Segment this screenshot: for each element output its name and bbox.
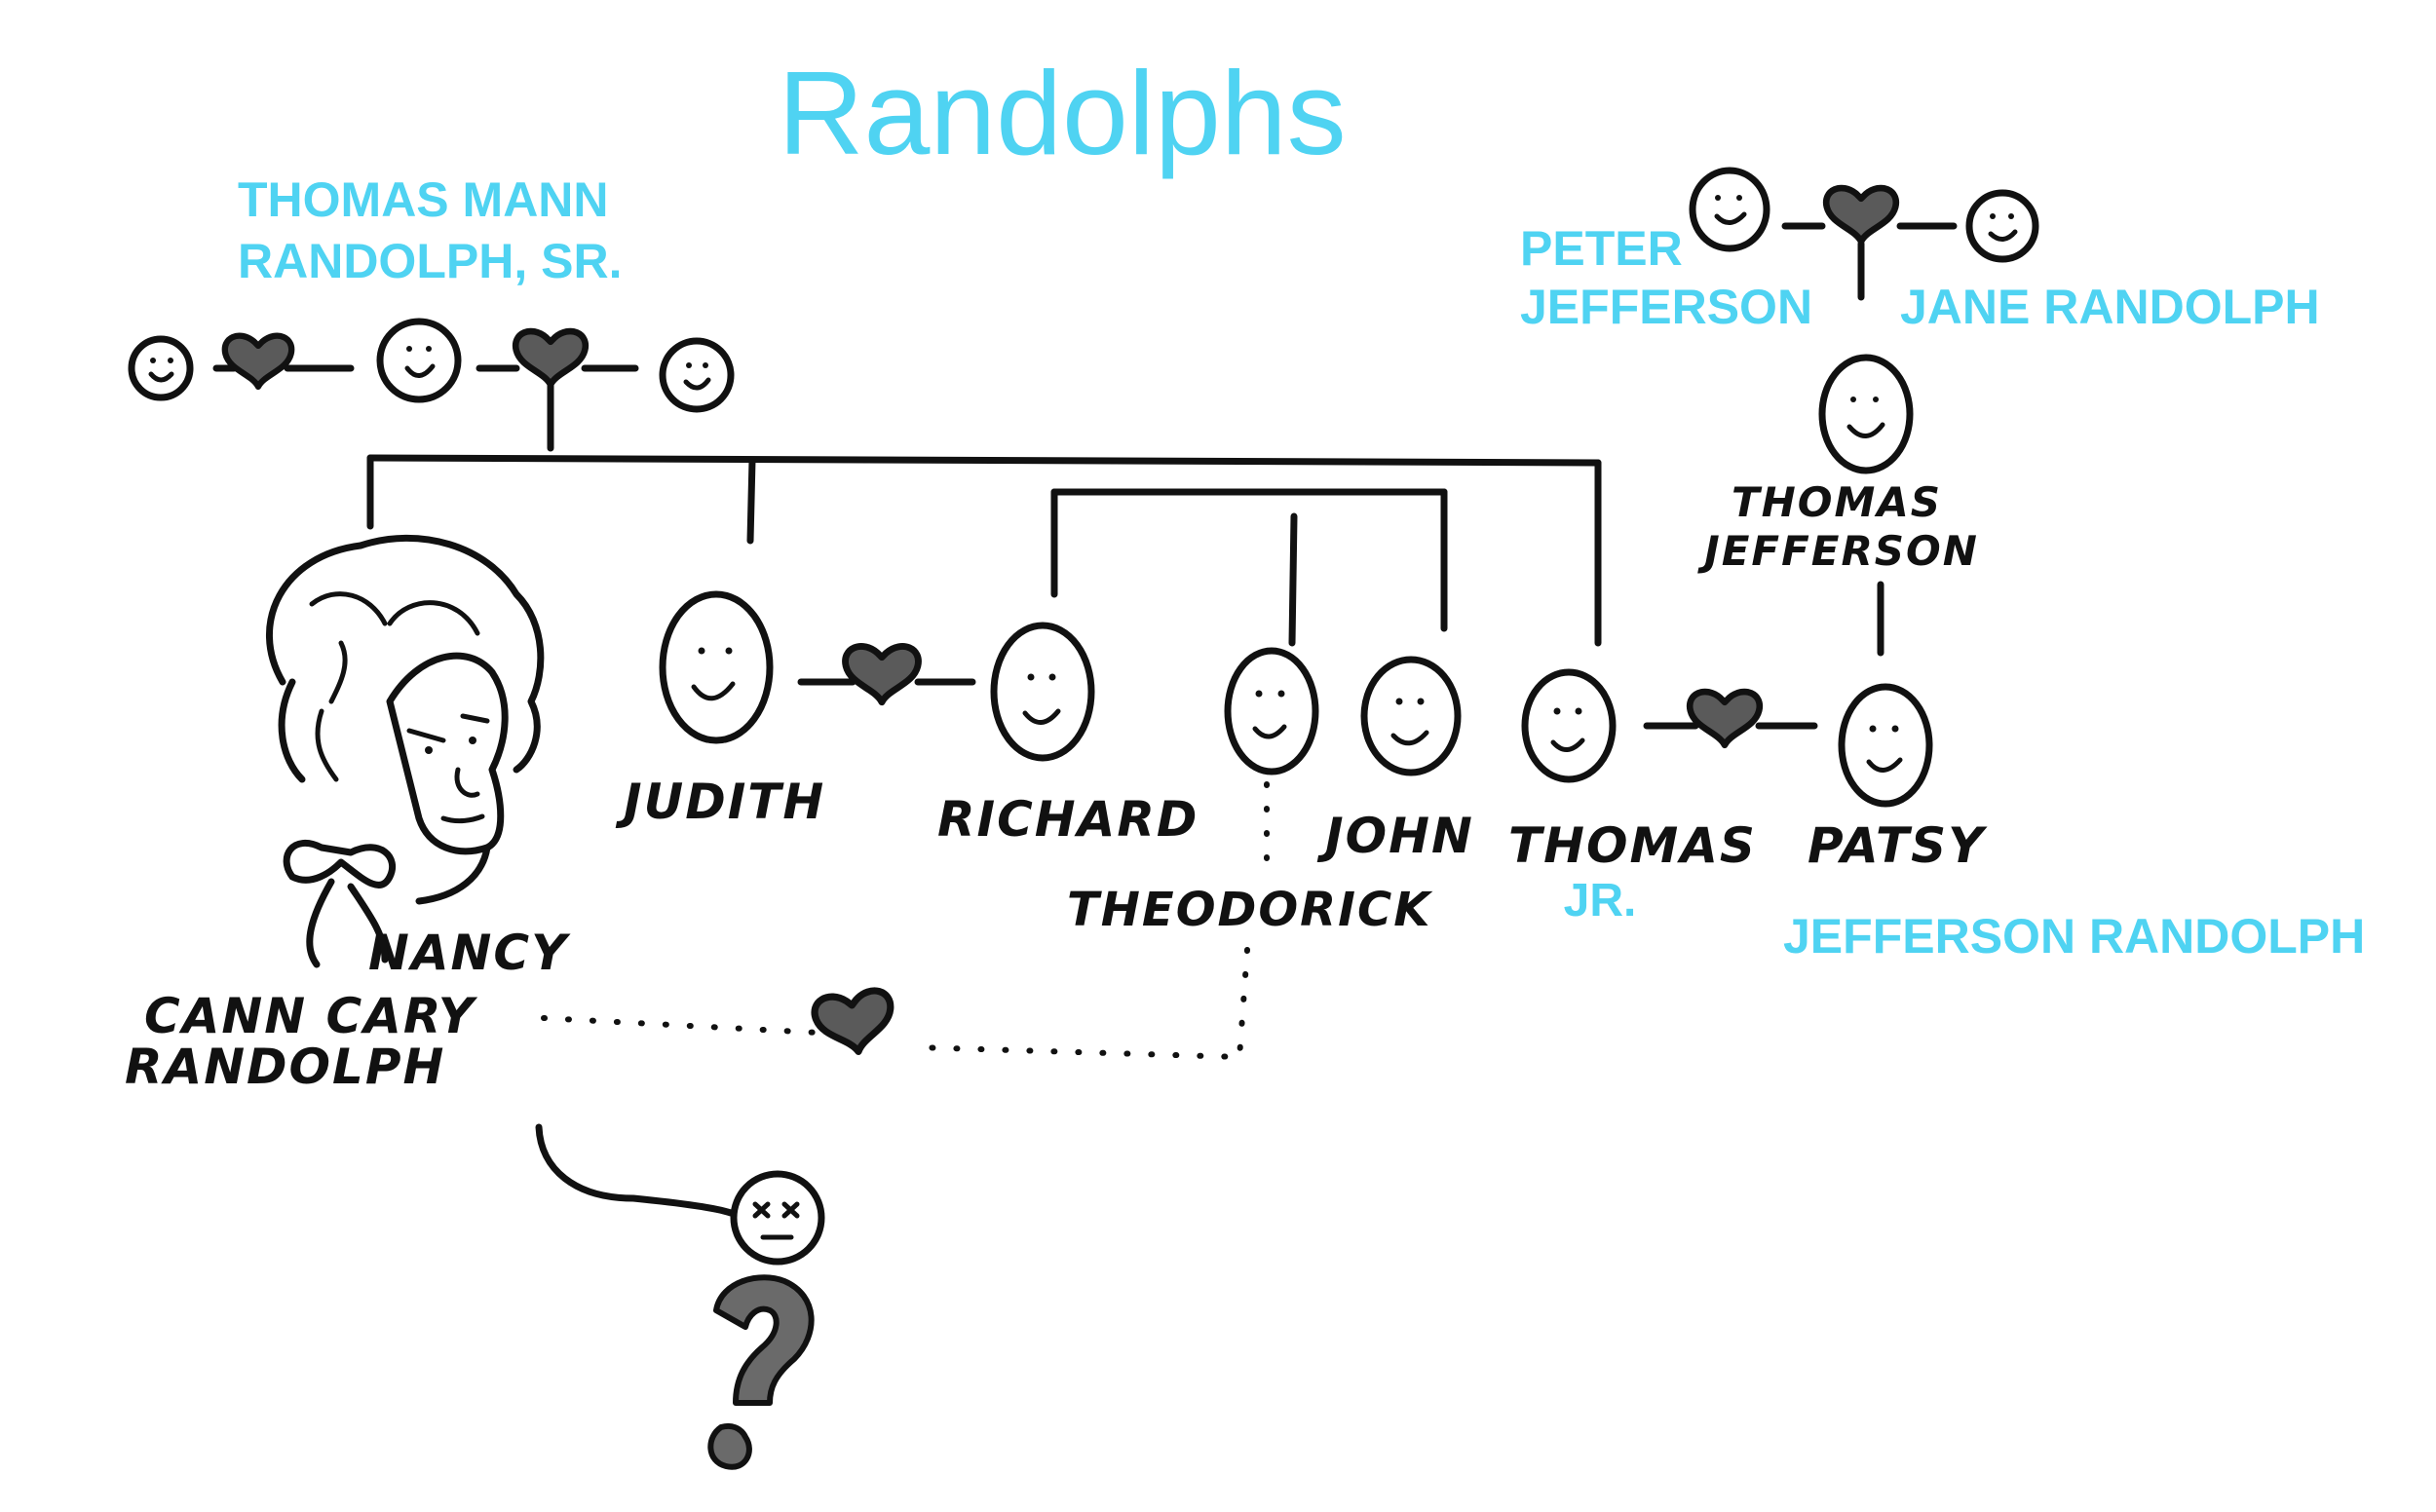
nancy-portrait-icon <box>265 534 545 968</box>
john-face-icon <box>1360 656 1462 776</box>
label-peter-jefferson-line1: PETER <box>1520 221 1683 276</box>
dead-baby-face-icon <box>730 1170 825 1266</box>
theodorick-face-icon <box>1224 647 1319 775</box>
jefferson-parents <box>1689 167 2039 657</box>
label-judith: JUDITH <box>615 774 825 830</box>
label-thomas-jefferson-line2: JEFFERSON <box>1697 527 1979 575</box>
label-jefferson-randolph: JEFFERSON RANDOLPH <box>1783 909 2365 964</box>
label-thomas-jr-line2: JR. <box>1564 875 1637 926</box>
label-thomas-mann-sr-line2: RANDOLPH, SR. <box>238 234 622 288</box>
label-jane-randolph: JANE RANDOLPH <box>1900 280 2320 334</box>
thomas-jefferson-face-icon <box>1818 354 1914 474</box>
first-wife-face-icon <box>128 335 194 401</box>
label-john: JOHN <box>1316 808 1474 864</box>
label-patsy: PATSY <box>1808 817 1988 874</box>
heart-icon <box>1826 188 1896 242</box>
label-thomas-mann-sr-line1: THOMAS MANN <box>238 172 609 227</box>
heart-icon <box>846 646 919 701</box>
heart-icon <box>1690 692 1760 745</box>
second-wife-face-icon <box>659 337 735 413</box>
label-theodorick: THEODORICK <box>1067 883 1433 937</box>
heart-icon <box>225 336 291 387</box>
thomas-mann-sr-family <box>128 318 1602 647</box>
thomas-mann-sr-face-icon <box>376 318 462 403</box>
label-nancy-line1: NANCY <box>368 925 571 981</box>
label-thomas-jefferson-line1: THOMAS <box>1732 478 1942 526</box>
thomas-jr-face-icon <box>1521 668 1617 783</box>
heart-icon <box>813 989 896 1057</box>
peter-jefferson-face-icon <box>1689 167 1770 252</box>
jane-randolph-face-icon <box>1965 189 2039 263</box>
judith-face-icon <box>659 590 774 744</box>
label-richard: RICHARD <box>937 791 1199 848</box>
label-peter-jefferson-line2: JEFFERSON <box>1520 280 1812 334</box>
richard-face-icon <box>990 622 1095 762</box>
question-mark-icon <box>707 1274 815 1470</box>
label-nancy-line2: CANN CARY <box>144 988 478 1044</box>
page-title: Randolphs <box>778 47 1346 179</box>
label-thomas-jr-line1: THOMAS <box>1508 817 1757 874</box>
label-nancy-line3: RANDOLPH <box>125 1039 445 1095</box>
patsy-face-icon <box>1838 683 1933 808</box>
heart-icon <box>515 331 586 385</box>
